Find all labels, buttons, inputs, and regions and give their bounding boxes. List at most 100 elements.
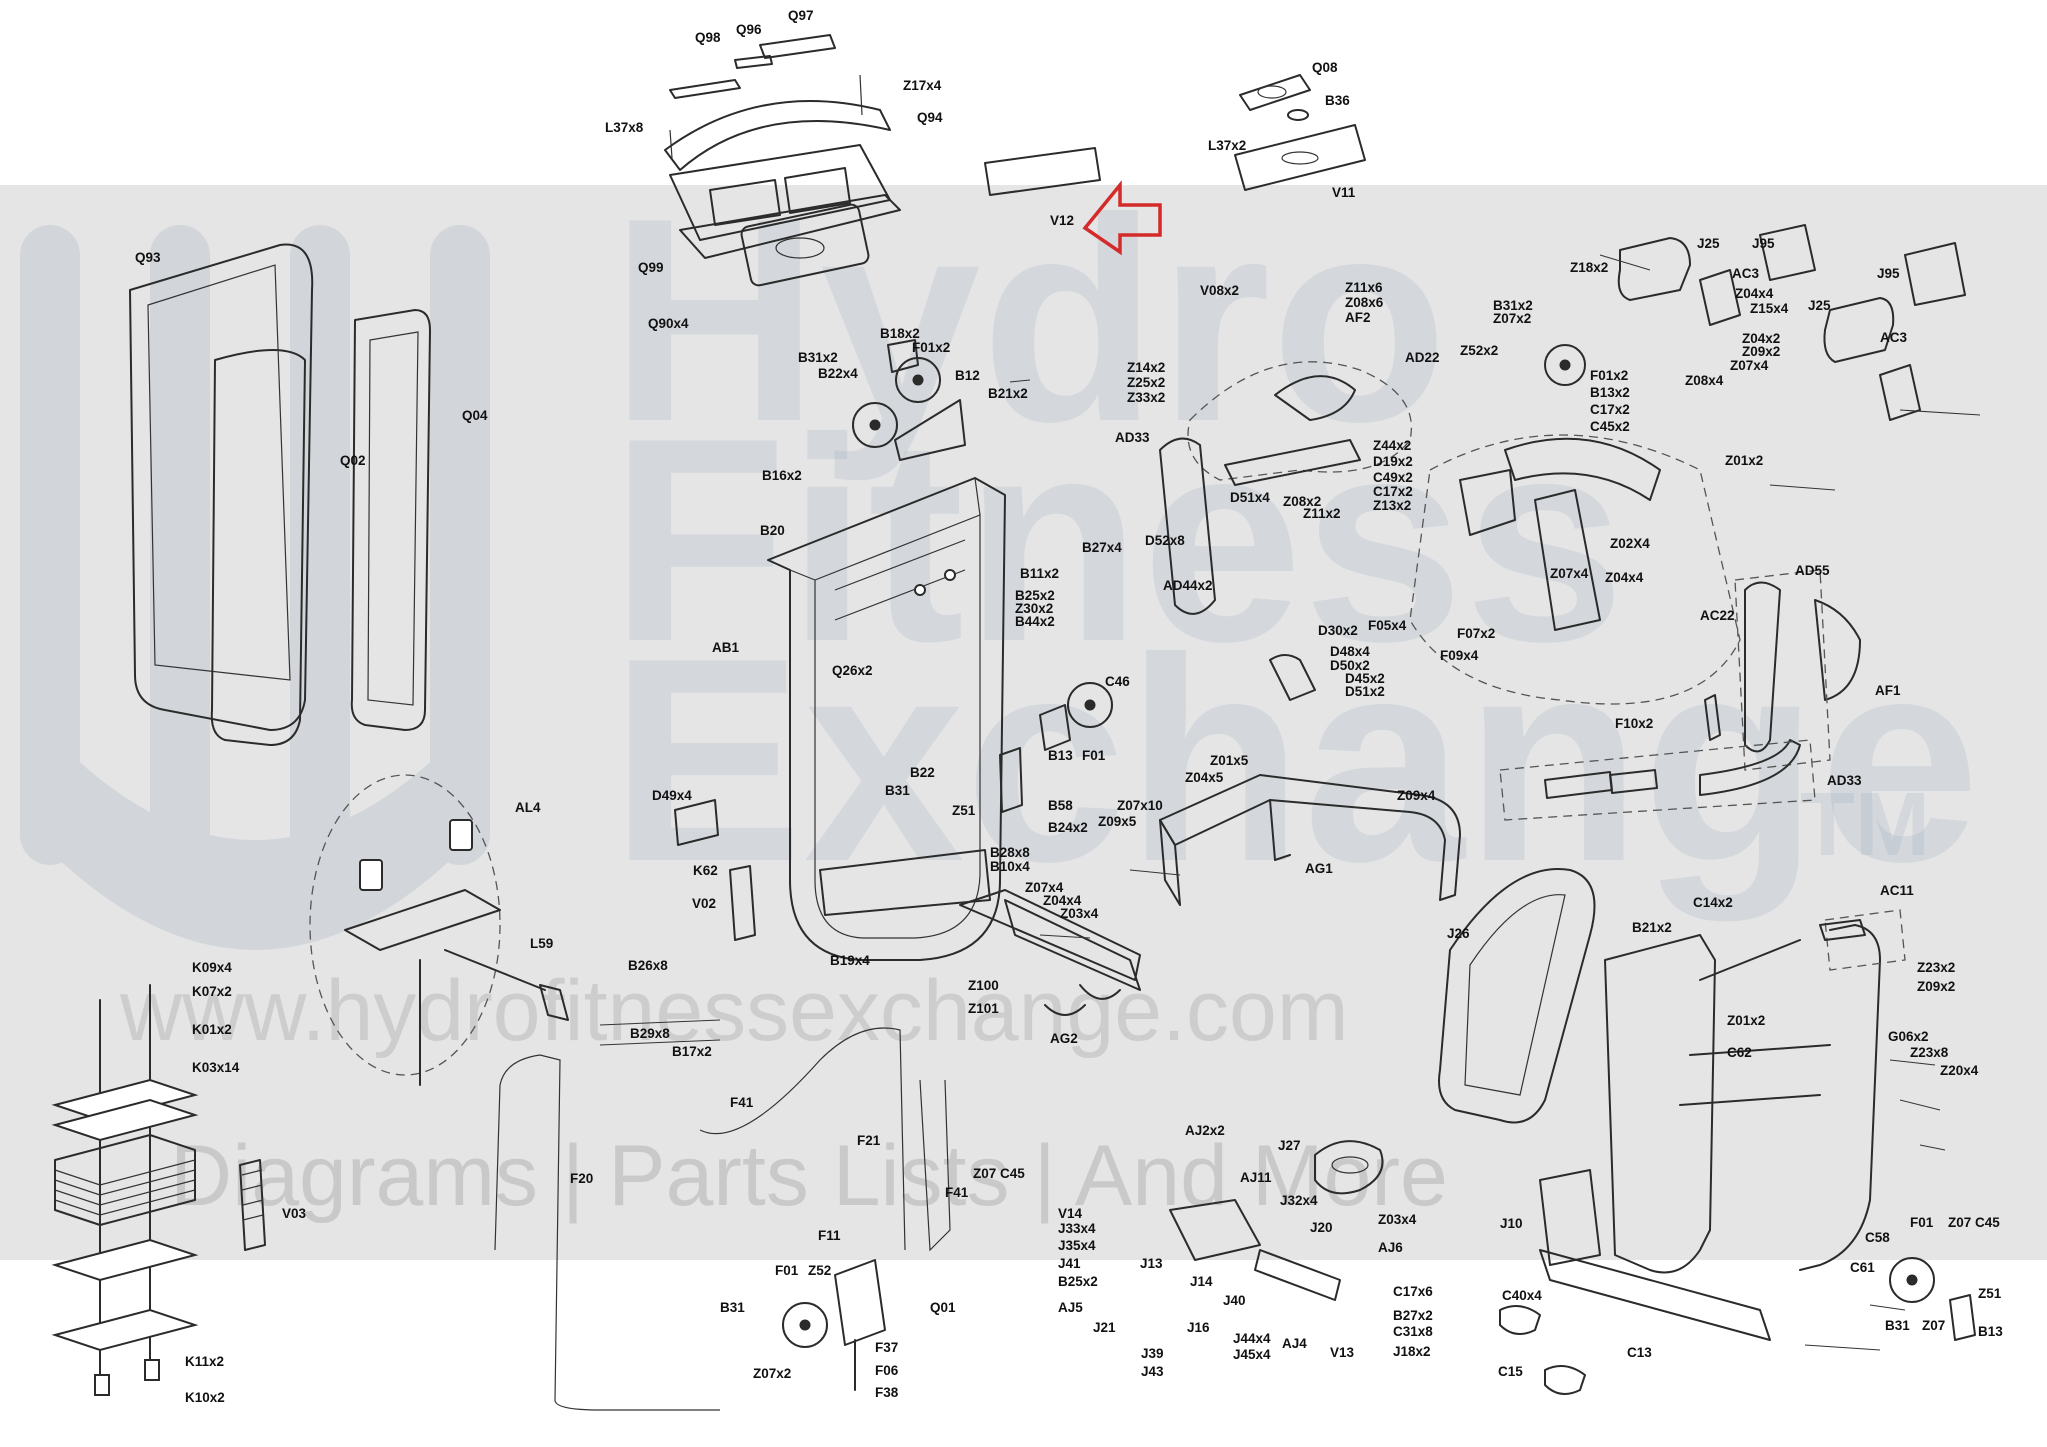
label-D51x2: D51x2 [1345, 684, 1385, 699]
drawing: Q98 Q96 Q97 Z17x4 L37x8 Q94 Q99 Q90x4 Q9… [51, 8, 2003, 1411]
label-B10x4: B10x4 [990, 859, 1030, 874]
label-Z100: Z100 [968, 978, 999, 993]
label-Z08x6: Z08x6 [1345, 295, 1384, 310]
label-AF1: AF1 [1875, 683, 1901, 698]
label-B24x2: B24x2 [1048, 820, 1088, 835]
label-C17x2b: C17x2 [1373, 484, 1413, 499]
label-Z25x2: Z25x2 [1127, 375, 1165, 390]
label-Z52x2: Z52x2 [1460, 343, 1498, 358]
label-Z23x2: Z23x2 [1917, 960, 1955, 975]
label-Z101: Z101 [968, 1001, 999, 1016]
label-Z11x2: Z11x2 [1303, 506, 1341, 521]
label-V12: V12 [1050, 213, 1074, 228]
label-C13: C13 [1627, 1345, 1652, 1360]
label-Z01x2b: Z01x2 [1727, 1013, 1765, 1028]
label-B29x8: B29x8 [630, 1026, 670, 1041]
label-J13: J13 [1140, 1256, 1163, 1271]
label-Q02: Q02 [340, 453, 366, 468]
label-J10: J10 [1500, 1216, 1523, 1231]
label-K09x4: K09x4 [192, 960, 232, 975]
label-F21: F21 [857, 1133, 881, 1148]
label-Z51a: Z51 [952, 803, 976, 818]
label-B31a: B31 [885, 783, 910, 798]
label-C46: C46 [1105, 674, 1130, 689]
label-B21x2b: B21x2 [1632, 920, 1672, 935]
console-assembly [664, 34, 901, 287]
label-F07x2: F07x2 [1457, 626, 1495, 641]
label-Z44x2: Z44x2 [1373, 438, 1411, 453]
label-C17x6: C17x6 [1393, 1284, 1433, 1299]
label-J41: J41 [1058, 1256, 1081, 1271]
label-Q93: Q93 [135, 250, 161, 265]
label-C40x4: C40x4 [1502, 1288, 1542, 1303]
label-Z30x2: Z30x2 [1015, 601, 1053, 616]
label-F01x2a: F01x2 [1590, 368, 1628, 383]
label-D50x2: D50x2 [1330, 658, 1370, 673]
label-Q90x4: Q90x4 [648, 316, 689, 331]
label-Z33x2: Z33x2 [1127, 390, 1165, 405]
label-K03x14: K03x14 [192, 1060, 240, 1075]
v12-highlight [984, 147, 1162, 256]
label-V13: V13 [1330, 1345, 1355, 1360]
label-Z08x2: Z08x2 [1283, 494, 1321, 509]
label-F41a: F41 [730, 1095, 754, 1110]
weight-stack [51, 984, 266, 1396]
label-Z07x4b: Z07x4 [1550, 566, 1589, 581]
label-AC22: AC22 [1700, 608, 1735, 623]
label-D45x2: D45x2 [1345, 671, 1385, 686]
handle-pads [1617, 224, 1966, 421]
label-C45b: C45 [1975, 1215, 2000, 1230]
label-F09x4: F09x4 [1440, 648, 1479, 663]
label-Q99: Q99 [638, 260, 664, 275]
label-J14: J14 [1190, 1274, 1213, 1289]
label-AC3a: AC3 [1732, 266, 1759, 281]
label-Z07x2a: Z07x2 [1493, 311, 1531, 326]
label-AJ4: AJ4 [1282, 1336, 1307, 1351]
label-Z23x8: Z23x8 [1910, 1045, 1949, 1060]
label-J39: J39 [1141, 1346, 1164, 1361]
label-B11x2: B11x2 [1020, 566, 1059, 581]
label-Z04x4c: Z04x4 [1043, 893, 1082, 908]
label-D52x8: D52x8 [1145, 533, 1185, 548]
label-Z07x10: Z07x10 [1117, 798, 1163, 813]
label-AB1: AB1 [712, 640, 739, 655]
label-Z20x4: Z20x4 [1940, 1063, 1979, 1078]
label-B31c: B31 [1885, 1318, 1910, 1333]
label-Q01: Q01 [930, 1300, 956, 1315]
label-Z09x5: Z09x5 [1098, 814, 1137, 829]
label-AL4: AL4 [515, 800, 541, 815]
label-Q08: Q08 [1312, 60, 1338, 75]
label-D49x4: D49x4 [652, 788, 692, 803]
watermark-line3: Exchange [610, 598, 1980, 923]
label-Z09x2b: Z09x2 [1917, 979, 1955, 994]
label-B27x4: B27x4 [1082, 540, 1122, 555]
watermark-band [0, 185, 2047, 1260]
label-Z07x4c: Z07x4 [1025, 880, 1064, 895]
label-J95a: J95 [1752, 236, 1775, 251]
label-Z07: Z07 [973, 1166, 996, 1181]
label-F20: F20 [570, 1171, 593, 1186]
label-B31b: B31 [720, 1300, 745, 1315]
label-F01c: F01 [775, 1263, 799, 1278]
label-F01x2b: F01x2 [912, 340, 950, 355]
label-D51x4: D51x4 [1230, 490, 1270, 505]
label-AG1: AG1 [1305, 861, 1333, 876]
label-Q98: Q98 [695, 30, 721, 45]
label-B26x8: B26x8 [628, 958, 668, 973]
label-B13b: B13 [1978, 1324, 2003, 1339]
label-B27x2: B27x2 [1393, 1308, 1433, 1323]
label-B25x2a: B25x2 [1015, 588, 1055, 603]
label-AD33a: AD33 [1115, 430, 1150, 445]
seat-frame [1539, 909, 1906, 1341]
label-Q26x2: Q26x2 [832, 663, 873, 678]
label-F41b: F41 [945, 1185, 969, 1200]
label-F01b: F01 [1910, 1215, 1934, 1230]
label-Q97: Q97 [788, 8, 814, 23]
label-J27: J27 [1278, 1138, 1301, 1153]
watermark-url: www.hydrofitnessexchange.com [119, 963, 1348, 1059]
label-J26: J26 [1447, 926, 1470, 941]
label-F10x2: F10x2 [1615, 716, 1653, 731]
label-AF2: AF2 [1345, 310, 1371, 325]
label-K11x2: K11x2 [185, 1354, 224, 1369]
label-Q94: Q94 [917, 110, 943, 125]
